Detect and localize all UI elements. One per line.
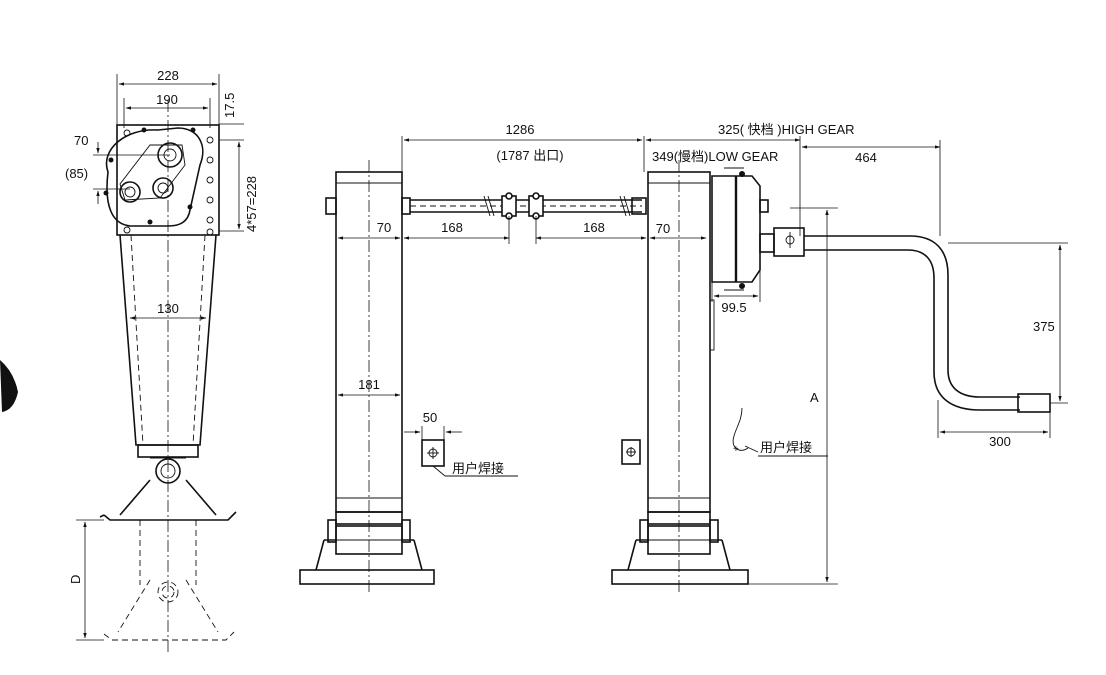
- foot-plate: [103, 511, 237, 521]
- dim-181: 181: [358, 377, 380, 392]
- weld-label-left: 用户焊接: [452, 461, 504, 476]
- dim-A: A: [810, 390, 819, 405]
- dim-130: 130: [157, 301, 179, 316]
- dim-85-side: (85): [65, 166, 88, 181]
- dim-1787-outlet: (1787 出口): [496, 148, 563, 163]
- dim-464: 464: [855, 150, 877, 165]
- dim-D: D: [68, 575, 83, 584]
- svg-text:+: +: [733, 444, 739, 455]
- foot-pivot: [155, 458, 181, 484]
- mid-shaft-boss: [152, 177, 174, 199]
- dim-17-5: 17.5: [222, 93, 237, 118]
- weld-symbol: [732, 407, 749, 451]
- weld-bracket-left: [421, 439, 446, 477]
- cross-shaft: [410, 192, 647, 220]
- right-foot-plate: [611, 569, 749, 585]
- side-view: 228 190 17.5 4*57=228 70 (85) 130 D: [65, 68, 259, 655]
- weld-label-right: 用户焊接: [760, 440, 812, 455]
- front-view: + 1286 (1787 出口) 325( 快档 )HIGH GEAR 349(…: [299, 122, 1068, 595]
- edge-mark: [0, 360, 18, 412]
- dim-4x57: 4*57=228: [244, 176, 259, 232]
- dim-99-5: 99.5: [721, 300, 746, 315]
- dim-70-right: 70: [656, 221, 670, 236]
- dim-high-gear: 325( 快档 )HIGH GEAR: [718, 122, 855, 137]
- weld-bracket-right: [621, 439, 641, 465]
- dim-1286: 1286: [506, 122, 535, 137]
- crank-grip: [1017, 393, 1051, 413]
- dim-228: 228: [157, 68, 179, 83]
- extended-foot-phantom: [103, 520, 235, 641]
- dim-168-left: 168: [441, 220, 463, 235]
- dim-70-side: 70: [74, 133, 88, 148]
- dim-50: 50: [423, 410, 437, 425]
- gearbox-housing: [105, 127, 204, 227]
- dim-low-gear: 349(慢档)LOW GEAR: [652, 149, 778, 164]
- gearbox-front: [711, 167, 805, 291]
- crank-handle: [804, 235, 1051, 413]
- left-foot-plate: [299, 569, 435, 585]
- dim-190: 190: [156, 92, 178, 107]
- dim-168-right: 168: [583, 220, 605, 235]
- dim-300: 300: [989, 434, 1011, 449]
- gearbox-bolts: [103, 127, 196, 225]
- dim-70-left: 70: [377, 220, 391, 235]
- dim-375: 375: [1033, 319, 1055, 334]
- low-shaft-boss: [119, 181, 141, 203]
- flange-holes: [123, 129, 214, 236]
